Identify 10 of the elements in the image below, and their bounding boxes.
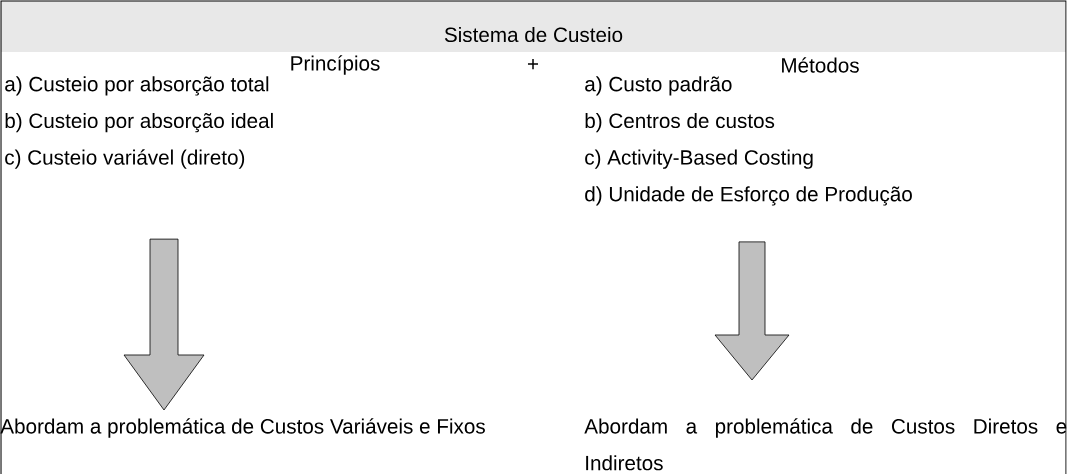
column-heading: Princípios bbox=[291, 55, 380, 75]
conclusion-text: Abordam a problemática de Custos Diretos e Indiretos bbox=[584, 418, 1067, 471]
column-heading: Métodos bbox=[782, 57, 859, 73]
block-arrow bbox=[123, 238, 205, 411]
item-list: a) Custo padrão b) Centros de custos c) Activity-Based Costing d) Unidade de Esforço de Produção bbox=[585, 76, 912, 206]
block-arrow bbox=[714, 241, 790, 381]
item-list: a) Custeio por absorção total b) Custeio por absorção ideal c) Custeio variável (direto) bbox=[5, 76, 273, 169]
conclusion-text: Abordam a problemática de Custos Variáveis e Fixos bbox=[0, 418, 485, 438]
column-heading: + bbox=[528, 59, 538, 70]
header-band: Sistema de Custeio bbox=[1, 1, 1066, 52]
